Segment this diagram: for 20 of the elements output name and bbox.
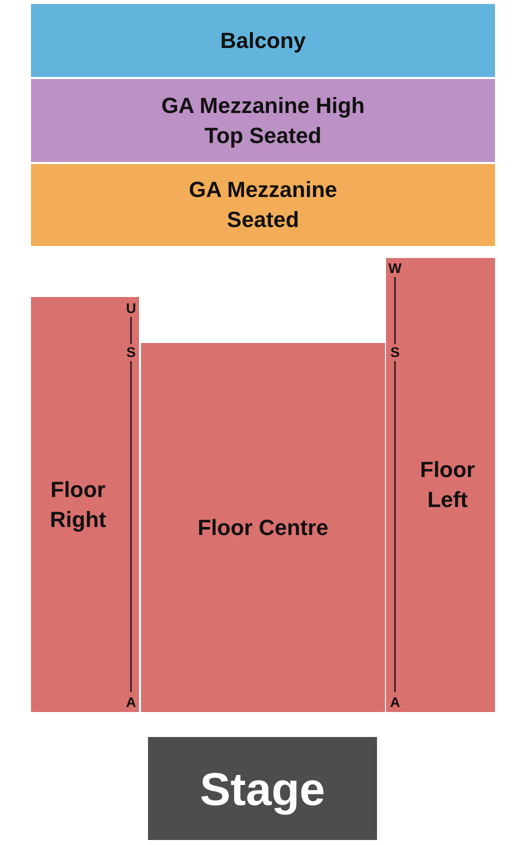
section-label: Floor Left [419,456,476,514]
section-label: Floor Centre [198,514,328,542]
floor-section [141,343,385,712]
row-letter: U [124,300,138,316]
balcony-section [31,4,495,77]
section-label: GA Mezzanine Seated [188,176,338,234]
mezzanine-section [31,164,495,246]
section-label: Stage [200,762,326,816]
stage [148,737,377,840]
row-letter: S [389,344,401,360]
section-label: Floor Right [48,476,108,534]
row-letter: A [388,694,402,710]
row-letter: W [387,260,403,276]
floor-section [386,258,495,712]
mezzanine-section [31,79,495,162]
row-letter: S [125,344,137,360]
row-letter: A [124,694,138,710]
section-label: Balcony [220,26,306,55]
section-label: GA Mezzanine High Top Seated [160,92,366,150]
floor-section [31,297,139,712]
